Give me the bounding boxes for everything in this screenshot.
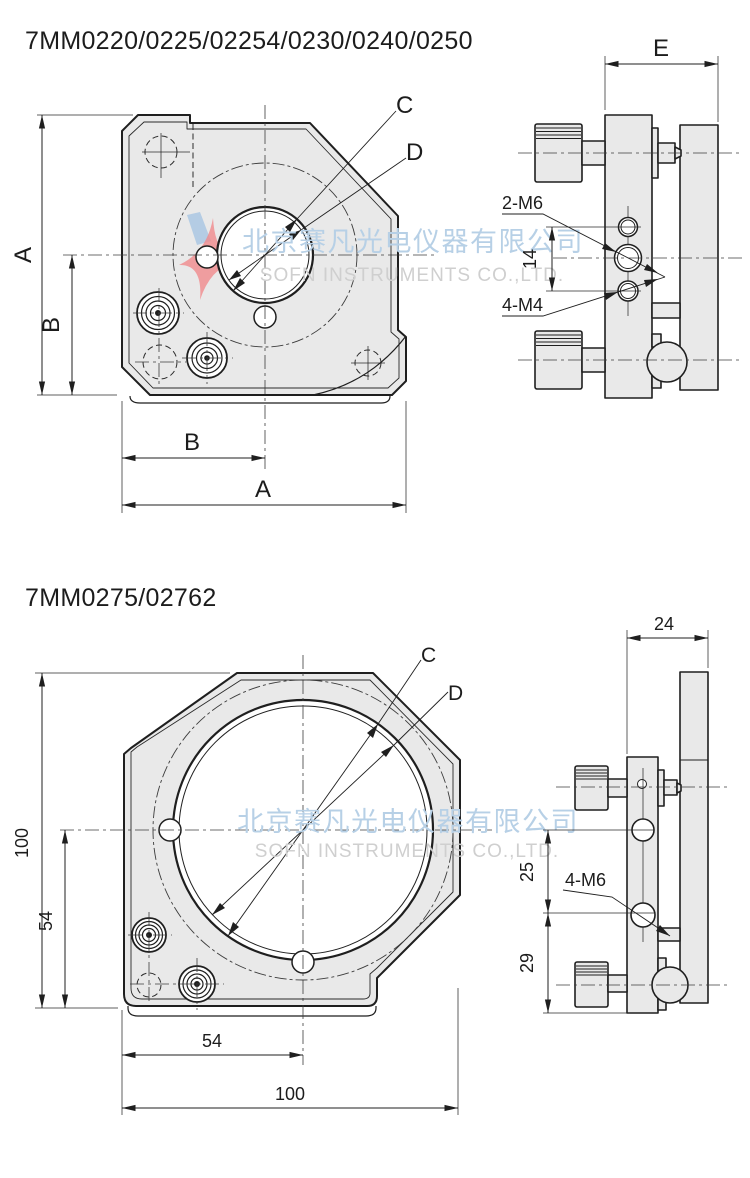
svg-text:24: 24	[654, 614, 674, 634]
back-plate-side2	[626, 756, 659, 1014]
section1-front-view: C D A B B A	[10, 92, 436, 513]
spacer-bar	[651, 302, 681, 319]
back-plate-bottom-edge	[129, 395, 391, 404]
dim-B-bottom: B	[121, 401, 265, 513]
svg-text:A: A	[255, 476, 271, 503]
octagon-inner-chamfer	[130, 679, 454, 1000]
dim-100-bottom: 100	[122, 988, 459, 1115]
set-screw-hole	[637, 779, 647, 789]
front-plate-side2	[679, 671, 709, 1004]
watermark-cn: 北京赛凡光电仪器有限公司	[242, 227, 584, 257]
dim-100-left: 100	[12, 672, 230, 1009]
svg-text:E: E	[653, 35, 669, 62]
dim-29: 29	[517, 913, 630, 1014]
svg-text:D: D	[406, 139, 423, 166]
callout-4-M6: 4-M6	[562, 870, 671, 937]
screw-shaft-top2	[663, 779, 678, 796]
corner-hole-bottom-left	[135, 344, 186, 380]
callout-2-M6: 2-M6	[502, 193, 666, 278]
plate-inner-chamfer-line	[128, 121, 400, 389]
back-plate-bottom-edge2	[127, 1006, 377, 1017]
dim-24: 24	[626, 614, 709, 754]
svg-text:C: C	[396, 92, 413, 119]
diameter-callout-C: C	[232, 92, 413, 292]
dim-54-bottom: 54	[121, 1010, 303, 1115]
watermark-section2: 北京赛凡光电仪器有限公司 SOFN INSTRUMENTS CO.,LTD.	[237, 807, 579, 862]
svg-text:B: B	[184, 429, 200, 456]
svg-text:54: 54	[202, 1031, 222, 1051]
watermark-en: SOFN INSTRUMENTS CO.,LTD.	[260, 265, 564, 286]
svg-text:B: B	[38, 317, 65, 333]
watermark-cn2: 北京赛凡光电仪器有限公司	[237, 807, 579, 837]
svg-text:100: 100	[12, 828, 32, 858]
svg-text:A: A	[10, 247, 37, 263]
section1-side-view: E 14 2-M6 4-M4	[502, 35, 745, 399]
corner-hole-top-left	[142, 133, 190, 178]
watermark-en2: SOFN INSTRUMENTS CO.,LTD.	[255, 841, 559, 862]
section2-side-view: 24 25 29 4-M6	[517, 614, 728, 1014]
dim-E: E	[604, 35, 719, 122]
svg-text:14: 14	[520, 249, 540, 269]
svg-text:54: 54	[36, 911, 56, 931]
diameter-callout-D: D	[228, 139, 423, 281]
dim-A-left: A	[10, 114, 133, 396]
svg-text:C: C	[421, 644, 436, 667]
pivot-ball	[646, 341, 688, 383]
watermark-section1: 北京赛凡光电仪器有限公司 SOFN INSTRUMENTS CO.,LTD.	[242, 227, 584, 286]
callout-4-M4: 4-M4	[502, 276, 666, 317]
relief-arc	[312, 335, 407, 396]
dim-25: 25	[517, 829, 654, 914]
svg-text:100: 100	[275, 1084, 305, 1104]
svg-text:25: 25	[517, 862, 537, 882]
svg-text:D: D	[448, 682, 463, 705]
diameter-callout-D2: D	[211, 682, 463, 916]
dim-B-left: B	[38, 255, 76, 395]
svg-text:2-M6: 2-M6	[502, 193, 543, 213]
section2-front-view: C D 100 54 54 100	[12, 644, 492, 1115]
dim-A-bottom: A	[122, 401, 407, 513]
adjuster-knob-bottom2[interactable]	[574, 961, 628, 1008]
adjuster-knob-top2[interactable]	[574, 765, 628, 811]
svg-text:4-M6: 4-M6	[565, 870, 606, 890]
screw-tip-top2	[676, 782, 682, 794]
section1-title: 7MM0220/0225/02254/0230/0240/0250	[25, 27, 473, 55]
dim-54-left: 54	[36, 830, 69, 1008]
section2-title: 7MM0275/02762	[25, 584, 217, 612]
adjuster-knob-top[interactable]	[534, 123, 606, 183]
bushing-top2	[657, 769, 665, 807]
dim-14: 14	[520, 226, 641, 292]
svg-text:29: 29	[517, 953, 537, 973]
front-plate-side	[679, 124, 719, 391]
corner-hole-bottom-left2	[136, 972, 162, 998]
svg-text:4-M4: 4-M4	[502, 295, 543, 315]
retainer-hole-left	[195, 245, 219, 269]
